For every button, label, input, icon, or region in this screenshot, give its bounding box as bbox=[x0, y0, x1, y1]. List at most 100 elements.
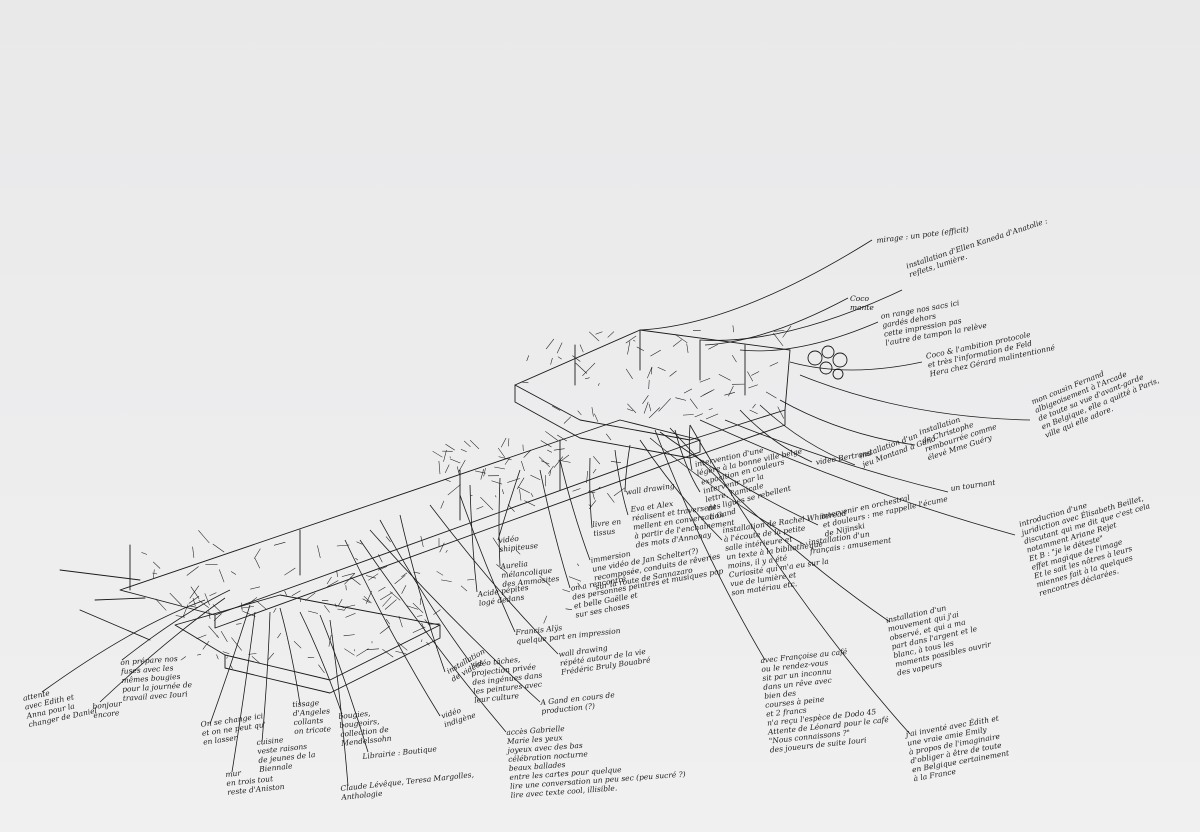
annotation-bougies: bougies, bougeoirs, collection de Mendel… bbox=[338, 708, 392, 748]
sketch-stroke bbox=[557, 356, 562, 360]
sketch-stroke bbox=[516, 477, 525, 490]
leader-line bbox=[121, 589, 231, 661]
sketch-stroke bbox=[627, 408, 634, 412]
sketch-stroke bbox=[683, 388, 693, 394]
sketch-stroke bbox=[204, 593, 210, 606]
sketch-stroke bbox=[444, 464, 450, 474]
sketch-stroke bbox=[379, 625, 391, 634]
sketch-stroke bbox=[642, 395, 649, 404]
sketch-stroke bbox=[401, 585, 407, 594]
sketch-stroke bbox=[480, 468, 484, 480]
sketch-stroke bbox=[633, 340, 636, 342]
sketch-stroke bbox=[420, 536, 424, 547]
annotation-livre-tissus: livre en tissus bbox=[592, 516, 622, 538]
leader-line bbox=[699, 419, 1016, 536]
sketch-stroke bbox=[326, 576, 332, 585]
sketch-stroke bbox=[458, 459, 466, 472]
sketch-stroke bbox=[318, 664, 325, 674]
sketch-stroke bbox=[345, 585, 347, 591]
sketch-stroke bbox=[549, 470, 551, 477]
sketch-stroke bbox=[317, 545, 321, 558]
sketch-stroke bbox=[595, 331, 603, 335]
sketch-stroke bbox=[497, 447, 506, 458]
sketch-stroke bbox=[384, 599, 397, 610]
sketch-stroke bbox=[438, 460, 441, 475]
sketch-stroke bbox=[377, 566, 388, 571]
sketch-stroke bbox=[751, 371, 760, 376]
sketch-stroke bbox=[344, 648, 355, 656]
leader-line bbox=[231, 611, 256, 773]
sketch-stroke bbox=[699, 378, 711, 383]
sketch-stroke bbox=[610, 461, 621, 463]
sketch-stroke bbox=[216, 654, 219, 660]
leader-line bbox=[379, 519, 471, 663]
sketch-stroke bbox=[219, 569, 225, 583]
sketch-stroke bbox=[561, 454, 570, 461]
sketch-stroke bbox=[498, 456, 512, 461]
sketch-stroke bbox=[385, 536, 391, 543]
sketch-stroke bbox=[321, 600, 329, 602]
sketch-stroke bbox=[476, 506, 484, 510]
sketch-stroke bbox=[769, 362, 779, 367]
sketch-stroke bbox=[625, 335, 637, 344]
sketch-stroke bbox=[356, 541, 363, 545]
sketch-stroke bbox=[212, 543, 225, 553]
leader-line bbox=[614, 449, 629, 516]
sketch-stroke bbox=[765, 391, 777, 399]
sketch-stroke bbox=[508, 438, 510, 447]
sketch-stroke bbox=[752, 403, 756, 409]
sketch-stroke bbox=[254, 558, 261, 569]
sketch-stroke bbox=[337, 608, 345, 611]
sketch-stroke bbox=[449, 458, 461, 464]
sketch-stroke bbox=[474, 470, 486, 474]
sketch-stroke bbox=[592, 468, 597, 474]
sketch-stroke bbox=[547, 449, 553, 453]
sketch-stroke bbox=[672, 339, 682, 347]
sketch-stroke bbox=[380, 592, 393, 601]
sketch-stroke bbox=[394, 575, 406, 585]
sketch-stroke bbox=[524, 500, 536, 507]
sketch-stroke bbox=[517, 486, 530, 494]
leader-line bbox=[789, 361, 923, 371]
sketch-stroke bbox=[385, 619, 390, 625]
annotation-tissage: tissage d'Angeles collants on tricote bbox=[292, 698, 332, 736]
sketch-stroke bbox=[343, 634, 355, 637]
sketch-stroke bbox=[592, 492, 595, 500]
sketch-stroke bbox=[334, 603, 337, 608]
sketch-stroke bbox=[579, 344, 584, 353]
leader-line bbox=[649, 437, 806, 546]
sketch-stroke bbox=[648, 403, 652, 412]
sketch-stroke bbox=[443, 449, 447, 462]
sketch-stroke bbox=[596, 486, 601, 491]
sketch-stroke bbox=[141, 552, 147, 555]
leader-line bbox=[41, 599, 206, 693]
sketch-stroke bbox=[355, 557, 359, 561]
sketch-stroke bbox=[593, 456, 601, 465]
sketch-stroke bbox=[674, 334, 688, 344]
sketch-stroke bbox=[777, 406, 785, 419]
sketch-stroke bbox=[539, 575, 551, 586]
sketch-stroke bbox=[250, 586, 260, 590]
sketch-stroke bbox=[545, 338, 555, 350]
sketch-stroke bbox=[253, 548, 261, 560]
leader-line bbox=[459, 494, 516, 633]
sketch-stroke bbox=[627, 403, 637, 414]
sketch-stroke bbox=[421, 639, 423, 643]
sketch-stroke bbox=[669, 370, 677, 377]
annotation-francoise-cafe: avec Françoise au café ou le rendez-vous… bbox=[760, 646, 890, 755]
sketch-stroke bbox=[368, 573, 379, 581]
sketch-stroke bbox=[447, 484, 461, 496]
sketch-stroke bbox=[586, 470, 588, 484]
sketch-stroke bbox=[636, 346, 645, 351]
sketch-stroke bbox=[545, 431, 558, 441]
sketch-stroke bbox=[521, 381, 529, 384]
sketch-stroke bbox=[675, 397, 687, 401]
sketch-stroke bbox=[362, 598, 370, 603]
leader-line bbox=[674, 429, 701, 493]
sketch-stroke bbox=[556, 342, 563, 354]
annotation-leader-lines bbox=[41, 239, 1031, 787]
sketch-stroke bbox=[222, 651, 230, 654]
leader-line bbox=[704, 297, 849, 346]
sketch-stroke bbox=[440, 500, 445, 509]
